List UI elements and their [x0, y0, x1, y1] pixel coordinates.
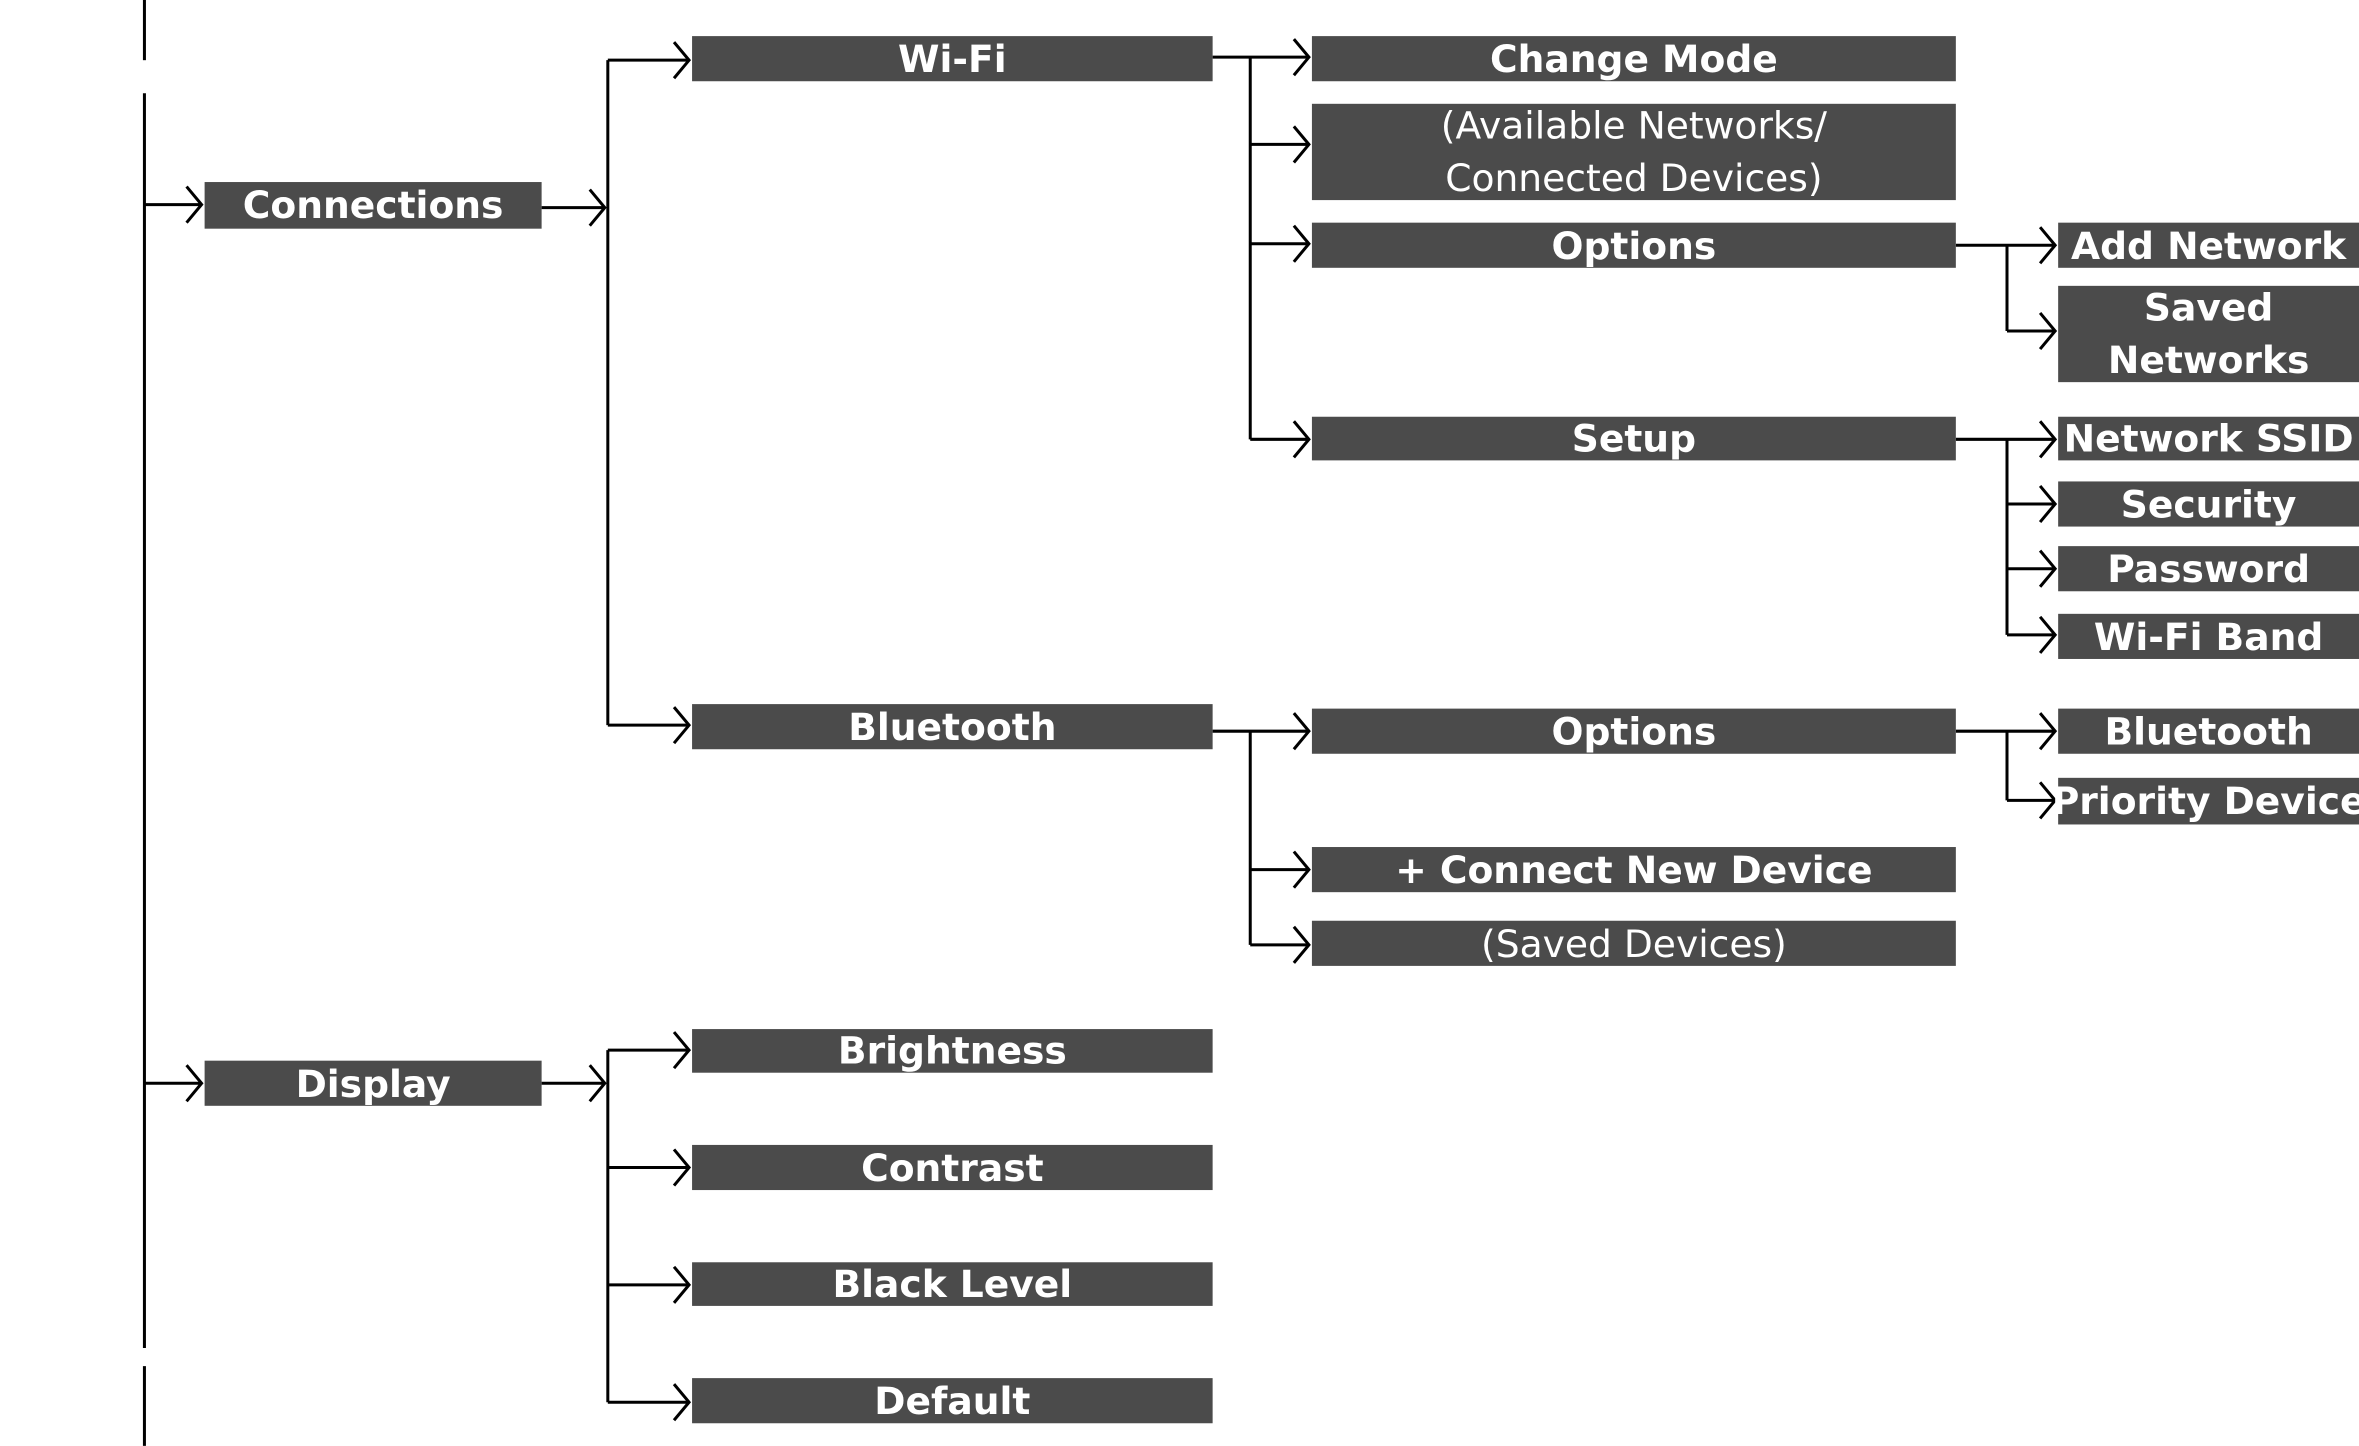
saved-networks-line1: Saved [2143, 285, 2274, 330]
menu-item-security[interactable]: Security [2058, 481, 2359, 527]
available-networks-line1: (Available Networks/ [1440, 103, 1827, 148]
menu-item-available-networks: (Available Networks/ Connected Devices) [1311, 103, 1956, 201]
menu-item-saved-devices: (Saved Devices) [1311, 920, 1956, 966]
menu-item-contrast[interactable]: Contrast [692, 1144, 1213, 1191]
menu-item-password[interactable]: Password [2058, 546, 2359, 592]
menu-item-connect-new-device[interactable]: + Connect New Device [1311, 847, 1956, 893]
menu-item-bluetooth[interactable]: Bluetooth [692, 704, 1213, 750]
menu-item-change-mode[interactable]: Change Mode [1311, 36, 1956, 82]
menu-item-priority-device[interactable]: Priority Device [2051, 777, 2359, 825]
menu-item-default[interactable]: Default [692, 1378, 1213, 1424]
available-networks-line2: Connected Devices) [1445, 156, 1823, 201]
menu-item-bluetooth-toggle[interactable]: Bluetooth [2058, 708, 2359, 754]
menu-item-add-network[interactable]: Add Network [2058, 222, 2359, 268]
menu-item-bluetooth-options[interactable]: Options [1311, 708, 1956, 754]
menu-item-brightness[interactable]: Brightness [692, 1029, 1213, 1073]
menu-item-connections[interactable]: Connections [204, 182, 542, 229]
menu-item-display[interactable]: Display [204, 1060, 542, 1106]
saved-networks-line2: Networks [2107, 338, 2310, 383]
menu-item-wifi-band[interactable]: Wi-Fi Band [2058, 613, 2359, 659]
menu-item-wifi[interactable]: Wi-Fi [692, 36, 1213, 82]
menu-item-network-ssid[interactable]: Network SSID [2058, 416, 2359, 461]
menu-item-saved-networks[interactable]: Saved Networks [2058, 285, 2359, 383]
menu-item-setup[interactable]: Setup [1311, 416, 1956, 461]
menu-item-wifi-options[interactable]: Options [1311, 222, 1956, 268]
menu-item-black-level[interactable]: Black Level [692, 1262, 1213, 1306]
